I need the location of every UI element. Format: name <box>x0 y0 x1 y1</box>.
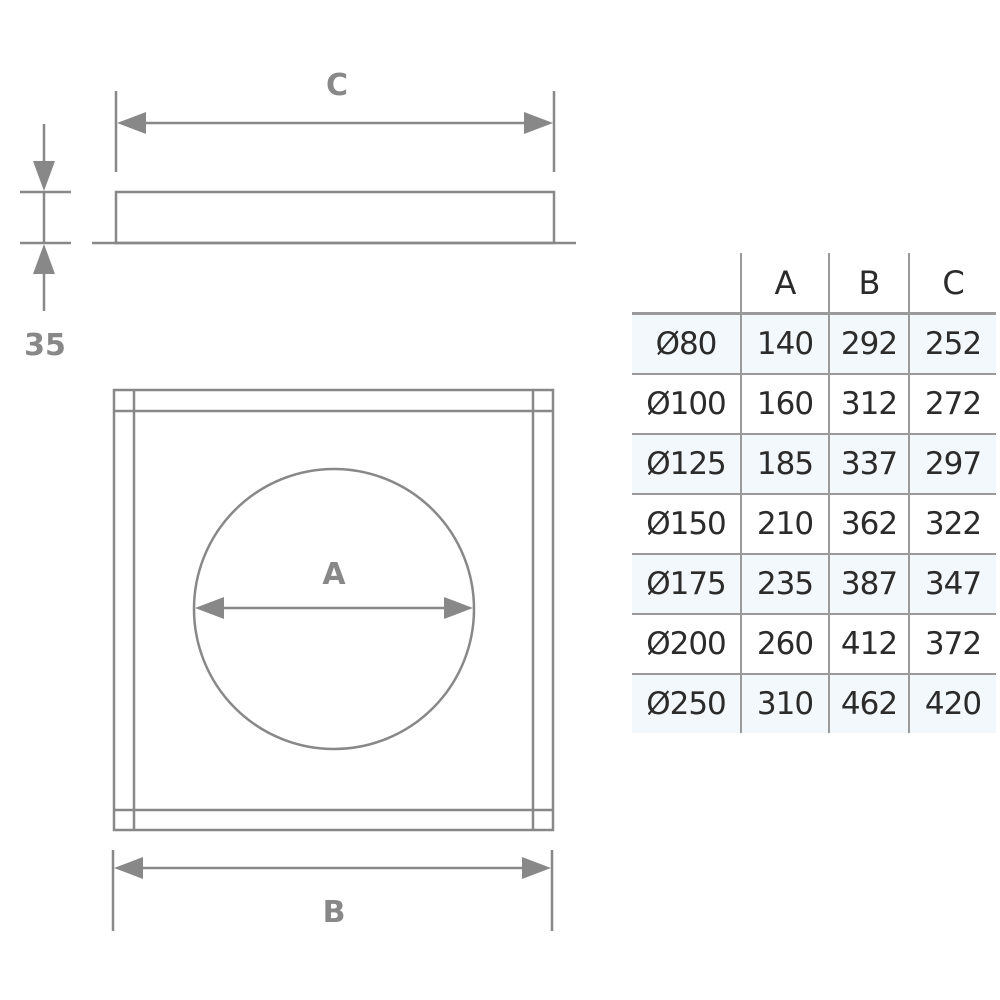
arrow-right-icon <box>444 597 473 619</box>
cell-b: 362 <box>828 494 909 554</box>
cell-b: 462 <box>828 674 909 733</box>
label-b: B <box>323 895 346 930</box>
cell-diameter: Ø200 <box>646 626 727 662</box>
label-height: 35 <box>24 328 66 363</box>
cell-c: 372 <box>908 614 996 674</box>
table-row: Ø250 310 462 420 <box>632 674 996 733</box>
cell-a: 140 <box>740 313 829 374</box>
dimension-height <box>20 124 71 311</box>
cell-b: 387 <box>828 554 909 614</box>
arrowheads <box>33 112 553 879</box>
cell-diameter: Ø125 <box>646 446 727 482</box>
cell-b: 292 <box>828 313 909 374</box>
cell-c: 272 <box>908 374 996 434</box>
table-row: Ø175 235 387 347 <box>632 554 996 614</box>
table-row: Ø125 185 337 297 <box>632 434 996 494</box>
cell-a: 210 <box>740 494 829 554</box>
cell-a: 310 <box>740 674 829 733</box>
dimension-c <box>114 91 556 172</box>
cell-diameter: Ø100 <box>646 386 727 422</box>
arrow-down-icon <box>33 161 55 191</box>
table-header-row: A B C <box>632 253 996 314</box>
cell-b: 412 <box>828 614 909 674</box>
arrow-left-icon <box>117 112 146 134</box>
cell-c: 347 <box>908 554 996 614</box>
cell-c: 297 <box>908 434 996 494</box>
cell-diameter: Ø80 <box>655 326 718 362</box>
arrow-right-icon <box>524 112 553 134</box>
arrow-left-icon <box>114 857 143 879</box>
top-view-plate <box>112 388 555 832</box>
table-row: Ø200 260 412 372 <box>632 614 996 674</box>
table-row: Ø80 140 292 252 <box>632 313 996 374</box>
side-view-profile <box>92 190 576 245</box>
cell-b: 312 <box>828 374 909 434</box>
cell-diameter: Ø250 <box>646 686 727 722</box>
cell-c: 322 <box>908 494 996 554</box>
table-row: Ø150 210 362 322 <box>632 494 996 554</box>
header-c: C <box>908 253 996 314</box>
dimensions-table: A B C Ø80 140 292 252 Ø100 160 312 272 Ø… <box>632 253 996 733</box>
header-a: A <box>740 253 829 314</box>
header-diameter <box>632 253 741 314</box>
flue-opening-circle <box>192 467 476 751</box>
cell-c: 420 <box>908 674 996 733</box>
cell-diameter: Ø175 <box>646 566 727 602</box>
arrow-left-icon <box>195 597 224 619</box>
cell-a: 260 <box>740 614 829 674</box>
cell-a: 235 <box>740 554 829 614</box>
technical-drawing: C 35 A B <box>20 68 576 931</box>
table-row: Ø100 160 312 272 <box>632 374 996 434</box>
label-c: C <box>326 68 348 103</box>
cell-b: 337 <box>828 434 909 494</box>
header-b: B <box>828 253 909 314</box>
arrow-up-icon <box>33 244 55 274</box>
dimension-b <box>111 850 554 931</box>
label-a: A <box>322 557 346 592</box>
cell-c: 252 <box>908 313 996 374</box>
arrow-right-icon <box>522 857 551 879</box>
cell-a: 185 <box>740 434 829 494</box>
cell-diameter: Ø150 <box>646 506 727 542</box>
cell-a: 160 <box>740 374 829 434</box>
